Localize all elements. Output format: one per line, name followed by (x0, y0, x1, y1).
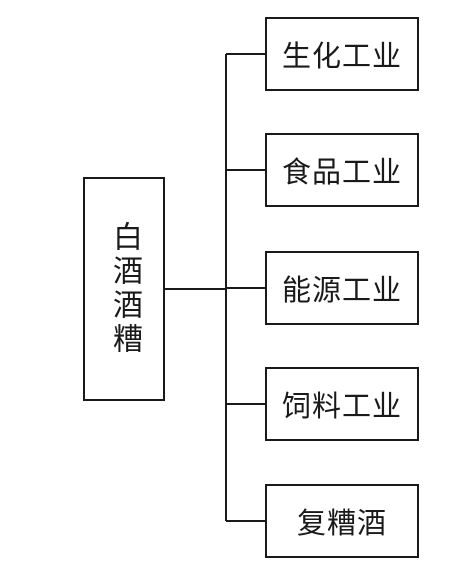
branch-node-feed-industry: 饲料工业 (265, 367, 419, 441)
root-node-label: 白酒酒糟 (107, 221, 142, 357)
branch-node-label: 复糟酒 (296, 506, 387, 540)
branch-node-label: 能源工业 (281, 273, 402, 307)
branch-node-energy-industry: 能源工业 (265, 251, 419, 325)
branch-node-biochemical-industry: 生化工业 (265, 17, 419, 91)
branch-node-re-fermented-liquor: 复糟酒 (265, 484, 419, 558)
root-node: 白酒酒糟 (83, 177, 165, 401)
branch-node-label: 食品工业 (281, 155, 402, 189)
branch-node-label: 饲料工业 (281, 389, 402, 423)
branch-node-food-industry: 食品工业 (265, 133, 419, 207)
branch-node-label: 生化工业 (281, 39, 402, 73)
